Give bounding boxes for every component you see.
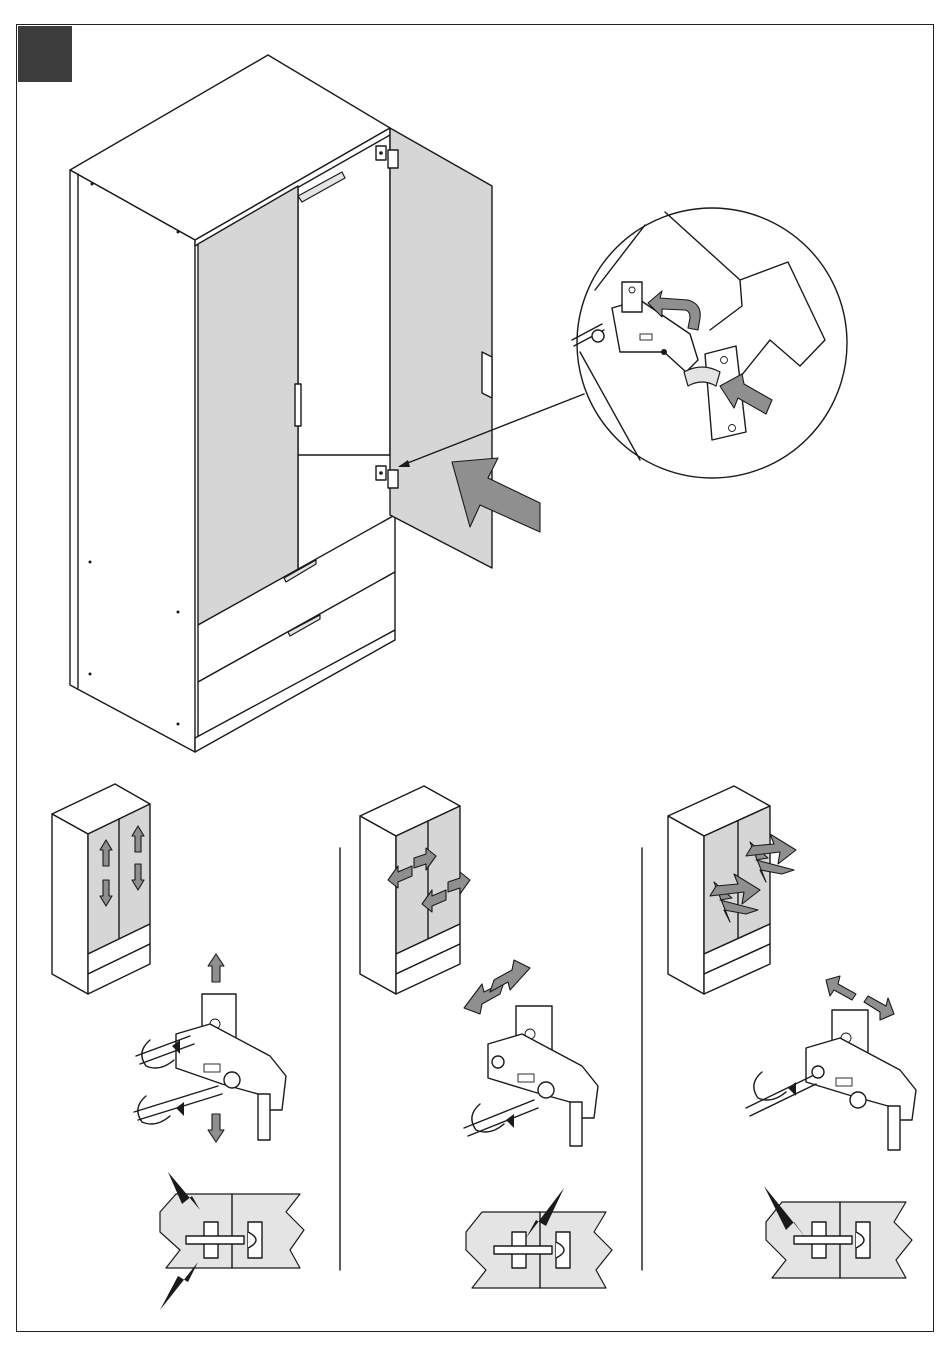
in-arrow-icon (826, 976, 856, 1000)
right-arrow-icon (490, 960, 530, 992)
right-door-handle (482, 352, 492, 398)
wardrobe-side-panel (70, 170, 195, 752)
up-arrow-icon (208, 954, 224, 982)
left-door-handle (295, 384, 301, 426)
adjust-panel-vertical (52, 784, 304, 1310)
screwdriver-icon (746, 1076, 812, 1108)
adjust-panel-depth (668, 786, 916, 1278)
pointer-arrow-icon (160, 1262, 198, 1310)
mounting-plate (622, 282, 642, 312)
down-arrow-icon (208, 1114, 224, 1142)
adjust-panel-horizontal (360, 786, 612, 1288)
hinge-detail-callout (572, 208, 847, 478)
left-door (198, 186, 298, 625)
wardrobe-main (70, 55, 492, 752)
